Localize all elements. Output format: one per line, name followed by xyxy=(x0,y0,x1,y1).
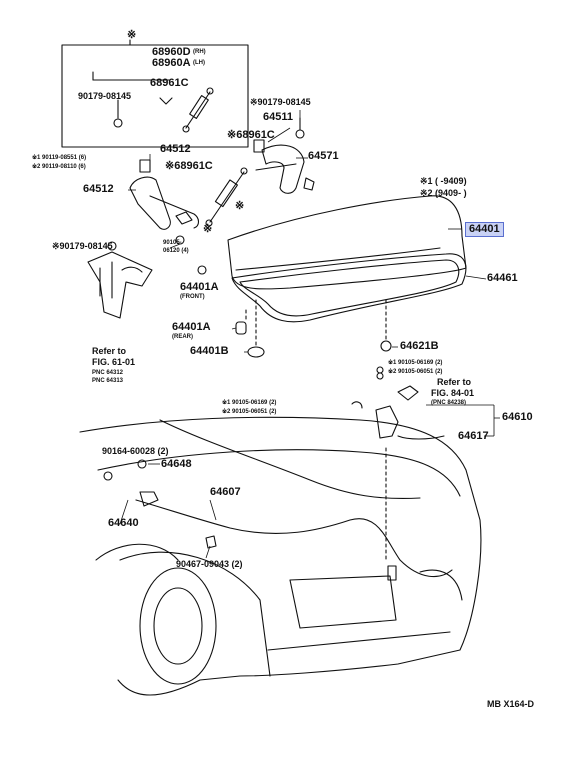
gas-damper-box-icon xyxy=(182,87,214,133)
refer-left-4: PNC 64313 xyxy=(92,378,124,384)
cushion-icon xyxy=(247,346,265,358)
label-90179-box: 90179-08145 xyxy=(78,91,132,101)
label-90164: 90164-60028 (2) xyxy=(102,446,169,456)
bracket-left-icon xyxy=(87,251,153,319)
label-64401-highlighted[interactable]: 64401 xyxy=(465,222,504,237)
label-64512-top: 64512 xyxy=(160,143,191,155)
label-68961c-right: ※68961C xyxy=(227,129,275,141)
label-68961c-mid: ※68961C xyxy=(165,160,213,172)
label-90105-b: 06120 (4) xyxy=(163,248,189,254)
striker-icon xyxy=(380,340,392,352)
label-64401a-rear: 64401A xyxy=(172,321,211,333)
label-90105-d: ※2 90105-06051 (2) xyxy=(388,369,443,375)
label-90119-a: ※1 90119-08551 (6) xyxy=(32,155,87,161)
label-90105-e: ※1 90105-06169 (2) xyxy=(222,400,277,406)
label-64621b: 64621B xyxy=(400,340,439,352)
label-64607: 64607 xyxy=(210,486,241,498)
label-90179-left: ※90179-08145 xyxy=(52,241,113,251)
label-64617: 64617 xyxy=(458,430,489,442)
label-68960a: 68960A xyxy=(152,57,191,69)
refer-right-2[interactable]: FIG. 84-01 xyxy=(431,388,475,398)
footer-code: MB X164-D xyxy=(487,699,535,709)
box-star-mark: ※ xyxy=(127,29,137,41)
label-90467: 90467-09043 (2) xyxy=(176,559,243,569)
refer-right-1: Refer to xyxy=(437,377,472,387)
label-90105-a: 90105- xyxy=(163,240,182,246)
legend-line-2: ※2 (9409- ) xyxy=(420,188,467,198)
label-90119-b: ※2 90119-08110 (6) xyxy=(32,164,86,170)
opener-lever-icon xyxy=(139,491,159,507)
label-64461: 64461 xyxy=(487,272,518,284)
cable-clamp-icon xyxy=(205,535,217,549)
bolt-box-icon xyxy=(113,118,123,128)
bolt-left-outer-icon xyxy=(107,241,117,251)
label-64511: 64511 xyxy=(263,111,293,123)
legend-line-1: ※1 ( -9409) xyxy=(420,176,467,186)
damper-kit-box xyxy=(61,44,249,148)
label-64401a-front: 64401A xyxy=(180,281,219,293)
lock-cylinder-icon xyxy=(387,565,397,581)
refer-left-3: PNC 64312 xyxy=(92,370,124,376)
label-90105-f: ※2 90105-06051 (2) xyxy=(222,409,277,415)
car-body-outline xyxy=(79,416,482,696)
stopper-rear-icon xyxy=(235,321,247,335)
weatherstrip-outline xyxy=(231,253,467,323)
label-68960a-side: (LH) xyxy=(193,60,205,66)
label-90179-right: ※90179-08145 xyxy=(250,97,311,107)
weatherstrip-inner xyxy=(239,259,460,317)
label-68961c-box: 68961C xyxy=(150,77,189,89)
label-front: (FRONT) xyxy=(180,294,205,300)
label-64640: 64640 xyxy=(108,517,139,529)
trunk-lid-panel xyxy=(227,195,467,290)
label-rear: (REAR) xyxy=(172,334,193,340)
label-star-mid: ※ xyxy=(235,200,245,212)
refer-left-1: Refer to xyxy=(92,346,127,356)
label-star-low: ※ xyxy=(203,223,213,235)
label-64648: 64648 xyxy=(161,458,192,470)
label-64610: 64610 xyxy=(502,411,533,423)
opener-motor-icon xyxy=(397,385,419,401)
label-90105-c: ※1 90105-06169 (2) xyxy=(388,360,443,366)
refer-left-2[interactable]: FIG. 61-01 xyxy=(92,357,136,367)
label-64401b: 64401B xyxy=(190,345,229,357)
lock-cable-short xyxy=(397,435,445,440)
hinge-right-icon xyxy=(253,117,315,194)
stopper-front-icon xyxy=(197,265,207,275)
hinge-left-icon xyxy=(129,159,200,230)
gas-damper-mid-icon xyxy=(205,167,248,227)
opener-cable xyxy=(135,499,453,578)
label-64571: 64571 xyxy=(308,150,339,162)
refer-right-3: (PNC 84238) xyxy=(431,400,467,406)
label-68960d: 68960D xyxy=(152,46,191,58)
label-68960d-side: (RH) xyxy=(193,49,206,55)
label-64512-left: 64512 xyxy=(83,183,114,195)
trunk-lock-icon xyxy=(375,405,399,439)
